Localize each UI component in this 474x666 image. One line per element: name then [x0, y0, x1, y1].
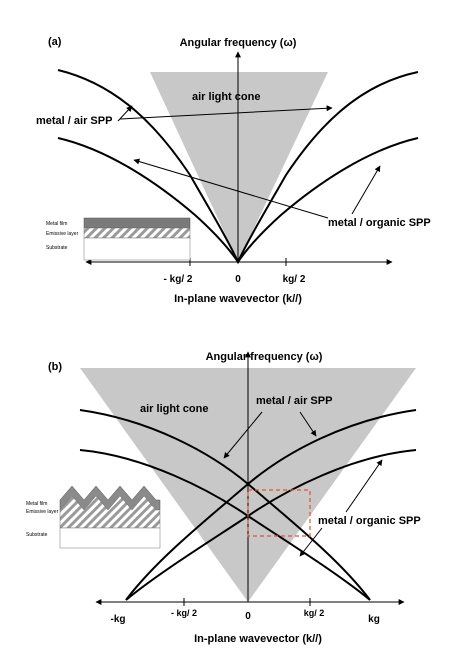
panel-a-arrow-air-right — [119, 105, 333, 120]
panel-b-cone-label: air light cone — [140, 403, 208, 415]
panel-a-metal-air-label: metal / air SPP — [36, 115, 112, 127]
panel-a-arrow-organic-right — [351, 165, 381, 215]
panel-a-metal-film — [83, 217, 191, 229]
panel-b-tick-minus-half-label: - kg/ 2 — [171, 608, 197, 618]
panel-b-inset-substrate-label: Substrate — [26, 532, 48, 538]
panel-a-metal-organic-curve — [57, 137, 419, 264]
panel-a-tick-minus-half-label: - kg/ 2 — [164, 274, 193, 285]
panel-b-tick-plus-half-label: kg/ 2 — [304, 608, 325, 618]
panel-a-cone-label: air light cone — [192, 91, 260, 103]
panel-a-tick-zero-label: 0 — [235, 274, 241, 285]
panel-a-metal-organic-text: metal / organic SPP — [328, 217, 431, 229]
panel-b-tick-zero-label: 0 — [245, 611, 251, 622]
panel-b-label: (b) — [48, 361, 62, 373]
panel-a-metal-organic-label: metal / organic SPP — [328, 217, 431, 229]
panel-a-label: (a) — [48, 36, 62, 48]
panel-b-inset-emissive-label: Emissive layer — [26, 509, 59, 515]
panel-b: (b) Angular frequency (ω) air light cone… — [26, 351, 421, 645]
panel-b-metal-air-label: metal / air SPP — [256, 395, 332, 407]
panel-b-arrow-organic-right — [345, 459, 383, 513]
panel-a-inset-emissive-label: Emissive layer — [46, 231, 79, 237]
panel-b-inset-metal-label: Metal film — [26, 501, 47, 507]
panel-b-substrate — [59, 527, 161, 549]
panel-a-x-axis-title: In-plane wavevector (k//) — [174, 293, 302, 305]
panel-a-emissive-layer — [83, 227, 191, 239]
panel-a-device-inset: Metal film Emissive layer Substrate — [46, 217, 191, 261]
panel-a-substrate — [83, 237, 191, 261]
panel-b-arrow-organic-left — [299, 527, 323, 557]
panel-b-metal-organic-label: metal / organic SPP — [318, 515, 421, 527]
panel-b-arrow-air-left — [223, 411, 263, 459]
panel-b-tick-kg-label: kg — [368, 614, 380, 625]
panel-a-inset-metal-label: Metal film — [46, 221, 67, 227]
panel-b-x-axis-title: In-plane wavevector (k//) — [194, 633, 322, 645]
panel-b-arrow-air-right — [299, 411, 317, 437]
panel-a-inset-substrate-label: Substrate — [46, 245, 68, 251]
panel-b-dashed-region — [247, 489, 311, 537]
panel-a-light-cone — [150, 72, 328, 262]
panel-b-tick-minus-kg-label: -kg — [111, 614, 126, 625]
panel-b-metal-air-curve-right — [125, 409, 417, 601]
panel-b-y-axis-title: Angular frequency (ω) — [206, 351, 323, 363]
panel-a-y-axis-title: Angular frequency (ω) — [180, 37, 297, 49]
panel-b-device-inset: Metal film Emissive layer Substrate — [26, 485, 161, 549]
panel-a-arrow-organic-left — [133, 158, 329, 219]
panel-a: (a) Angular frequency (ω) air light cone… — [36, 36, 431, 305]
panel-a-tick-plus-half-label: kg/ 2 — [283, 274, 306, 285]
